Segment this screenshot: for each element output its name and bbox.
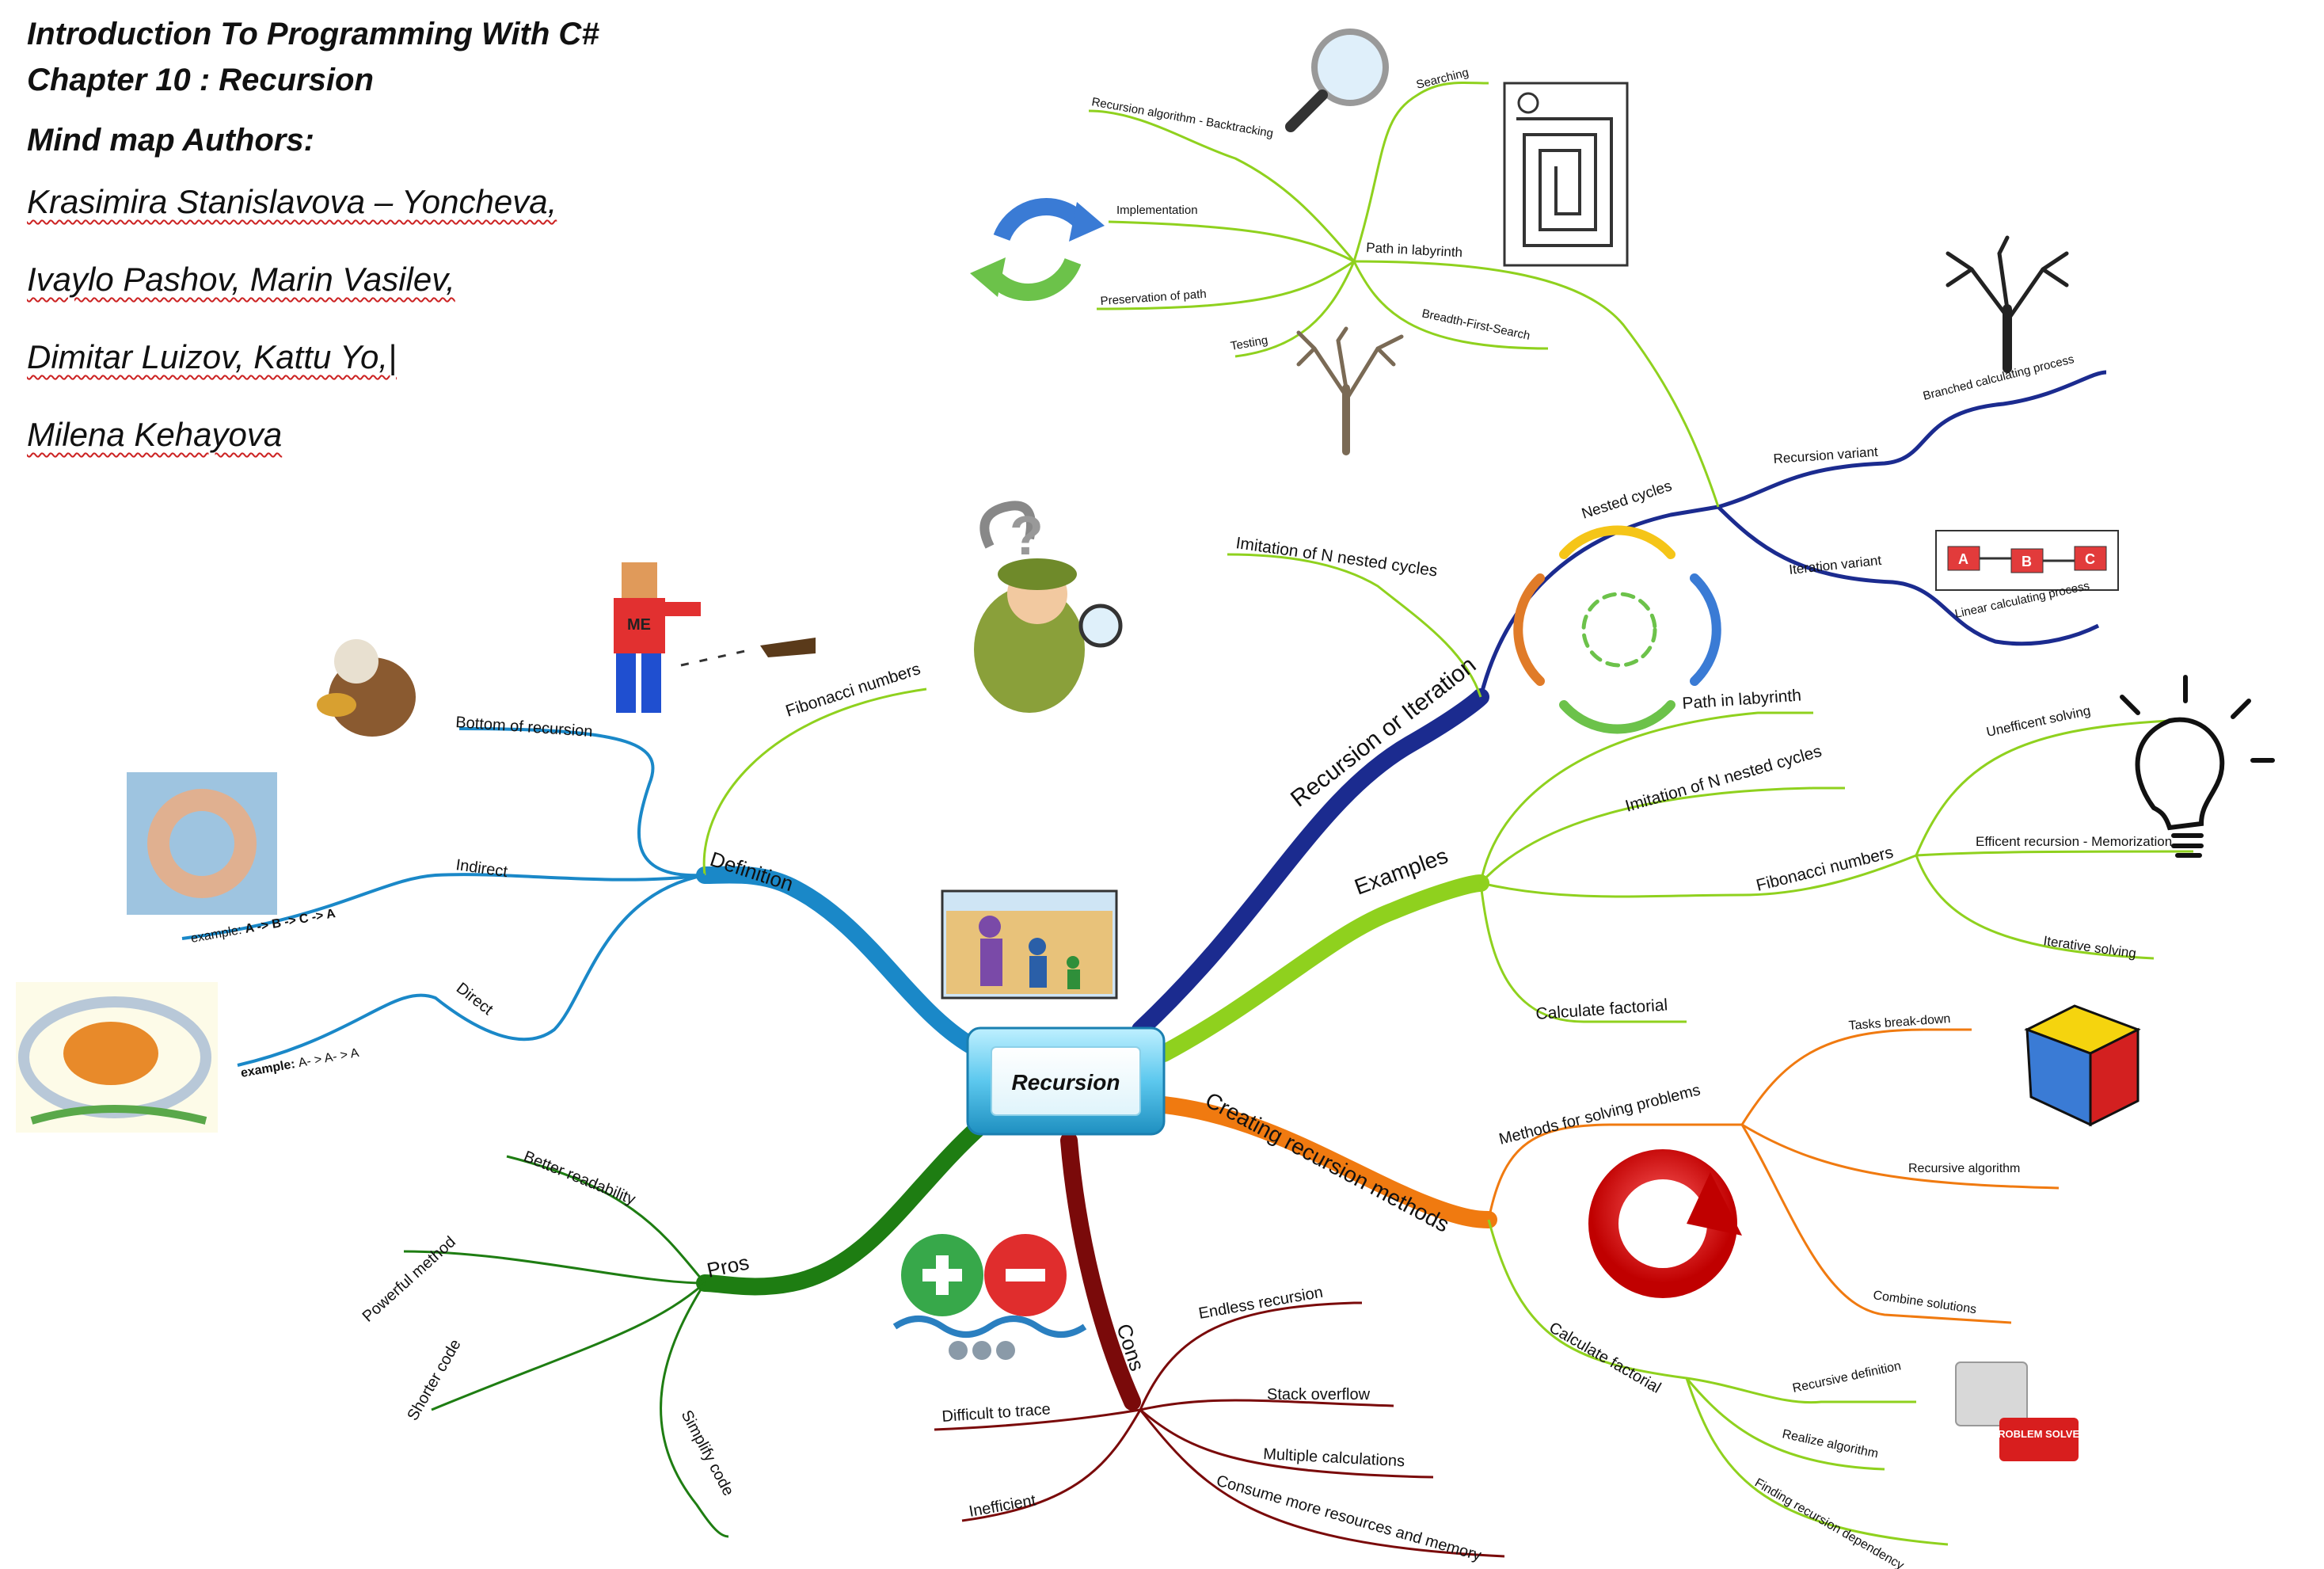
tree-picture-large <box>1946 235 2069 373</box>
label-direct[interactable]: Direct <box>453 980 496 1019</box>
label-bfs[interactable]: Breadth-First-Search <box>1421 307 1531 343</box>
authors-heading: Mind map Authors: <box>27 123 314 158</box>
label-examples-path[interactable]: Path in labyrinth <box>1682 687 1802 713</box>
branches-factorial <box>1487 1219 1949 1546</box>
label-iterative[interactable]: Iterative solving <box>2042 933 2137 961</box>
hands-circle-picture <box>127 772 277 915</box>
light-bulb-icon <box>2120 675 2275 858</box>
trunk-definition <box>696 866 987 1058</box>
branches-creating <box>1487 1028 2060 1324</box>
maze-picture <box>1503 82 1629 267</box>
branches-examples <box>1479 711 2194 1023</box>
label-path-in-labyrinth-top[interactable]: Path in labyrinth <box>1366 240 1463 260</box>
branch-label-creating-methods[interactable]: Creating recursion methods <box>1201 1087 1453 1237</box>
label-indirect[interactable]: Indirect <box>455 856 508 881</box>
label-difficult[interactable]: Difficult to trace <box>941 1400 1052 1426</box>
puzzle-problem-solved-icon: PROBLEM SOLVED <box>1955 1361 2087 1461</box>
central-node-label: Recursion <box>1012 1070 1120 1095</box>
author-line-4: Milena Kehayova <box>27 416 283 453</box>
me-figure-picture: ME <box>614 562 816 713</box>
trunk-recursion-or-iteration <box>1132 688 1489 1038</box>
label-stack-overflow[interactable]: Stack overflow <box>1267 1386 1371 1403</box>
branch-label-pros[interactable]: Pros <box>705 1250 751 1281</box>
author-line-3: Dimitar Luizov, Kattu Yo,| <box>27 338 397 375</box>
branches-nested <box>1478 370 2107 698</box>
label-unefficent[interactable]: Unefficent solving <box>1985 703 2092 739</box>
red-circular-arrow-icon <box>1588 1149 1742 1298</box>
branches-def-fib <box>702 687 927 876</box>
label-inefficient[interactable]: Inefficient <box>968 1491 1037 1521</box>
branches-pros <box>403 1155 729 1538</box>
branches-nested-green <box>1088 81 1720 698</box>
abc-box-a: A <box>1958 551 1968 567</box>
branch-label-recursion-or-iteration[interactable]: Recursion or Iteration <box>1286 652 1481 813</box>
cycle-arrows-icon <box>1513 525 1721 734</box>
label-finding-dependency[interactable]: Finding recursion dependency <box>1752 1476 1906 1569</box>
label-def-fibonacci[interactable]: Fibonacci numbers <box>783 660 922 721</box>
abc-box-b: B <box>2022 554 2032 569</box>
title-line-1: Introduction To Programming With C# <box>27 17 599 51</box>
label-endless[interactable]: Endless recursion <box>1197 1284 1324 1323</box>
label-searching[interactable]: Searching <box>1415 66 1470 92</box>
title-line-2: Chapter 10 : Recursion <box>27 63 374 97</box>
label-bottom[interactable]: Bottom of recursion <box>455 714 594 741</box>
label-simplify[interactable]: Simplify code <box>678 1407 737 1499</box>
author-line-2: Ivaylo Pashov, Marin Vasilev, <box>27 261 455 298</box>
branches-cons <box>934 1301 1505 1558</box>
label-examples-factorial[interactable]: Calculate factorial <box>1535 996 1668 1023</box>
tree-picture-small <box>1296 326 1404 455</box>
family-picture <box>941 889 1118 1000</box>
abc-box-c: C <box>2085 551 2095 567</box>
tornado-dog-picture <box>16 982 218 1133</box>
label-examples-fibonacci[interactable]: Fibonacci numbers <box>1755 844 1896 895</box>
label-preservation[interactable]: Preservation of path <box>1100 288 1207 308</box>
label-backtracking[interactable]: Recursion algorithm - Backtracking <box>1090 95 1274 140</box>
label-powerful[interactable]: Powerful method <box>359 1233 459 1326</box>
mind-map-header: Introduction To Programming With C# Chap… <box>27 11 599 474</box>
label-combine-solutions[interactable]: Combine solutions <box>1872 1289 1977 1316</box>
label-direct-example: example: A- > A- > A <box>240 1046 360 1080</box>
label-recursive-definition[interactable]: Recursive definition <box>1791 1359 1902 1396</box>
central-node[interactable]: Recursion <box>966 1026 1166 1136</box>
branches-definition <box>181 727 706 1067</box>
trunk-cons <box>1060 1132 1141 1411</box>
label-consume[interactable]: Consume more resources and memory <box>1215 1472 1483 1565</box>
label-branched-process[interactable]: Branched calculating process <box>1922 352 2075 403</box>
cartoon-taz-picture <box>317 639 416 737</box>
label-methods-solving[interactable]: Methods for solving problems <box>1497 1081 1702 1148</box>
svg-text:?: ? <box>1010 505 1044 566</box>
label-shorter[interactable]: Shorter code <box>404 1336 464 1423</box>
branch-label-definition[interactable]: Definition <box>707 847 796 896</box>
label-implementation[interactable]: Implementation <box>1116 204 1198 217</box>
trunk-pros <box>696 1116 991 1296</box>
trunk-examples <box>1155 874 1489 1062</box>
plus-minus-icon <box>892 1234 1087 1360</box>
label-readability[interactable]: Better readability <box>521 1148 637 1209</box>
rubiks-cube-icon <box>2024 1004 2141 1127</box>
refresh-arrows-icon <box>970 198 1105 301</box>
me-shirt-text: ME <box>627 616 651 634</box>
detective-picture: ? <box>974 501 1123 713</box>
trunk-creating-methods <box>1155 1096 1497 1228</box>
abc-chain-picture: A B C <box>1935 530 2119 591</box>
author-line-1: Krasimira Stanislavova – Yoncheva, <box>27 183 557 220</box>
magnifier-icon <box>1285 29 1389 132</box>
label-examples-imitation[interactable]: Imitation of N nested cycles <box>1623 742 1824 816</box>
problem-solved-text: PROBLEM SOLVED <box>1991 1428 2086 1440</box>
label-imitation-nested-left[interactable]: Imitation of N nested cycles <box>1234 534 1438 581</box>
label-memoization[interactable]: Efficent recursion - Memorization <box>1976 834 2172 849</box>
label-recursive-algorithm[interactable]: Recursive algorithm <box>1908 1162 2020 1175</box>
label-calc-factorial[interactable]: Calculate factorial <box>1546 1319 1664 1397</box>
